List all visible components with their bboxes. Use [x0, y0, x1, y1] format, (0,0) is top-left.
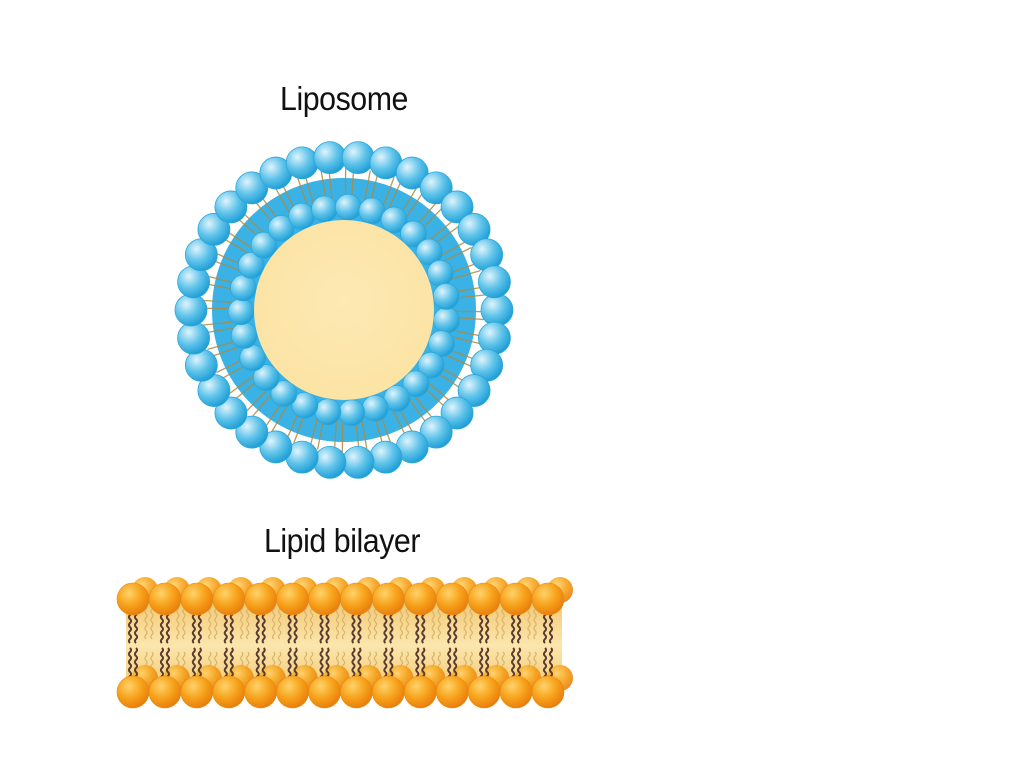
liposome-outer-head [313, 445, 347, 479]
bilayer-top-head [116, 582, 150, 616]
bilayer-top-head [372, 582, 405, 616]
liposome-inner-head [433, 306, 460, 334]
bilayer-bottom-head [499, 675, 533, 709]
bilayer-top-head [244, 582, 277, 616]
liposome-inner-head [361, 394, 389, 422]
bilayer-bottom-head [372, 675, 405, 709]
bilayer-top-head [180, 582, 214, 616]
liposome-inner-head [311, 195, 338, 223]
liposome-inner-head [417, 351, 445, 379]
liposome-outer-head [480, 293, 514, 327]
bilayer-top-head [212, 582, 246, 616]
liposome-inner-head [252, 364, 280, 391]
liposome-outer-head [177, 321, 211, 355]
bilayer-front-tails [127, 610, 554, 681]
liposome-inner-head [270, 380, 298, 408]
liposome-inner-head [426, 259, 454, 287]
liposome-diagram [174, 141, 514, 479]
bilayer-top-head [276, 582, 309, 616]
liposome-inner-head [432, 282, 460, 310]
liposome-outer-head [235, 171, 269, 205]
bilayer-top-head [148, 582, 182, 616]
liposome-title: Liposome [280, 80, 408, 117]
liposome-inner-head [230, 274, 257, 302]
liposome-outer-head [477, 265, 511, 299]
bilayer-bottom-head [244, 675, 277, 709]
liposome-outer-head [419, 415, 453, 449]
liposome-inner-head [250, 231, 278, 259]
liposome-inner-head [338, 399, 366, 427]
bilayer-top-head [404, 582, 437, 616]
bilayer-bottom-head [148, 675, 182, 709]
bilayer-bottom-head [467, 675, 501, 709]
bilayer-top-head [308, 582, 341, 616]
liposome-inner-head [427, 330, 455, 358]
lipid-bilayer-title: Lipid bilayer [263, 522, 421, 559]
bilayer-top-head [499, 582, 533, 616]
liposome-outer-head [174, 293, 208, 327]
liposome-outer-head [214, 190, 248, 224]
bilayer-top-head [435, 582, 469, 616]
bilayer-bottom-head [180, 675, 214, 709]
bilayer-bottom-head [340, 675, 373, 709]
liposome-outer-head [419, 171, 453, 205]
liposome-inner-head [288, 202, 316, 230]
bilayer-bottom-head [308, 675, 341, 709]
bilayer-bottom-head [276, 675, 309, 709]
liposome-inner-head [230, 321, 258, 349]
liposome-aqueous-core [254, 220, 434, 400]
liposome-outer-head [313, 141, 347, 175]
liposome-outer-head [214, 396, 248, 430]
bilayer-top-head [531, 582, 565, 616]
bilayer-front-heads [116, 582, 565, 709]
liposome-outer-head [197, 213, 231, 246]
lipid-bilayer-diagram [116, 577, 573, 709]
liposome-inner-head [291, 391, 319, 419]
bilayer-top-head [467, 582, 501, 616]
liposome-outer-head [341, 445, 375, 479]
liposome-outer-head [259, 430, 293, 464]
bilayer-bottom-head [116, 675, 150, 709]
liposome-inner-head [267, 214, 295, 242]
liposome-outer-head [285, 146, 319, 180]
bilayer-top-head [340, 582, 373, 616]
liposome-outer-head [457, 374, 491, 407]
liposome-inner-heads [227, 193, 460, 427]
liposome-inner-head [415, 238, 443, 266]
liposome-inner-head [227, 298, 255, 326]
liposome-outer-head [440, 190, 474, 224]
liposome-inner-head [314, 398, 342, 426]
liposome-inner-head [400, 220, 427, 248]
liposome-outer-head [369, 440, 403, 474]
liposome-outer-head [440, 396, 474, 430]
liposome-outer-head [341, 141, 375, 175]
liposome-inner-head [237, 251, 265, 279]
liposome-outer-head [395, 156, 429, 190]
liposome-outer-head [235, 415, 269, 449]
liposome-inner-head [402, 370, 430, 398]
bilayer-bottom-head [531, 675, 565, 709]
liposome-inner-head [380, 206, 408, 234]
bilayer-bottom-head [404, 675, 437, 709]
liposome-outer-heads [174, 141, 514, 479]
bilayer-bottom-head [435, 675, 469, 709]
bilayer-bottom-head [212, 675, 246, 709]
liposome-inner-head [334, 193, 362, 221]
